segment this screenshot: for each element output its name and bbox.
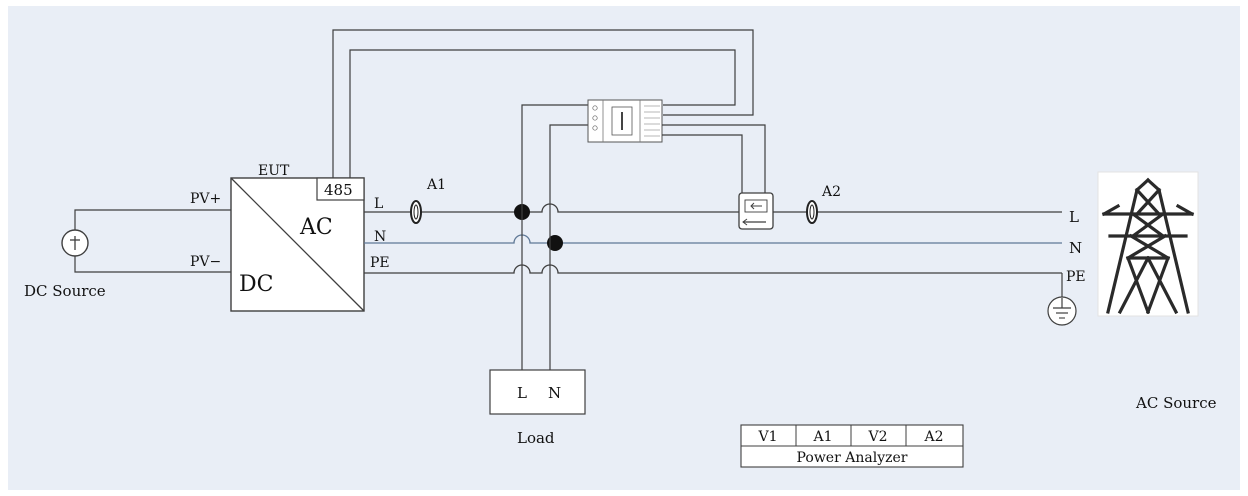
- ground-icon: [1047, 273, 1077, 326]
- eut-n-label: N: [374, 229, 386, 245]
- pv-plus-label: PV+: [190, 191, 221, 207]
- eut-pe-label: PE: [370, 255, 390, 271]
- meter-ct-wires: [662, 124, 766, 193]
- breaker-icon: [738, 192, 774, 230]
- transmission-tower-icon: [1097, 171, 1199, 317]
- rs485-label: 485: [324, 181, 353, 199]
- load-n-label: N: [548, 384, 561, 402]
- eut-label: EUT: [258, 163, 290, 179]
- load-l-label: L: [517, 384, 527, 402]
- analyzer-channel-a2: A2: [923, 429, 943, 445]
- diagram-background: [8, 6, 1240, 490]
- power-analyzer-table: [740, 424, 964, 468]
- dc-source-label: DC Source: [24, 282, 106, 300]
- a1-clamp-label: A1: [426, 177, 446, 193]
- pv-minus-label: PV−: [190, 254, 221, 270]
- grid-l-label: L: [1069, 208, 1079, 226]
- analyzer-channel-a1: A1: [812, 429, 832, 445]
- eut-dc-label: DC: [239, 272, 273, 297]
- load-box: [489, 369, 586, 415]
- meter-icon: [587, 99, 663, 143]
- dc-source-icon: [61, 229, 89, 257]
- grid-n-label: N: [1069, 239, 1082, 257]
- current-clamp-icon: [410, 200, 422, 224]
- rs485-cable: [332, 29, 754, 178]
- current-clamp-icon: [806, 200, 818, 224]
- analyzer-channel-v1: V1: [757, 429, 777, 445]
- n-junction: [547, 235, 563, 251]
- analyzer-channel-v2: V2: [867, 429, 887, 445]
- load-label: Load: [517, 429, 555, 447]
- eut-ac-label: AC: [299, 215, 333, 240]
- rs485-port: [316, 177, 365, 201]
- eut-l-label: L: [374, 196, 383, 212]
- analyzer-title: Power Analyzer: [797, 450, 908, 466]
- dc-wires: [74, 209, 231, 273]
- grid-pe-label: PE: [1066, 269, 1086, 285]
- load-wires: [521, 104, 588, 370]
- a2-clamp-label: A2: [821, 184, 841, 200]
- ac-source-label: AC Source: [1135, 394, 1217, 412]
